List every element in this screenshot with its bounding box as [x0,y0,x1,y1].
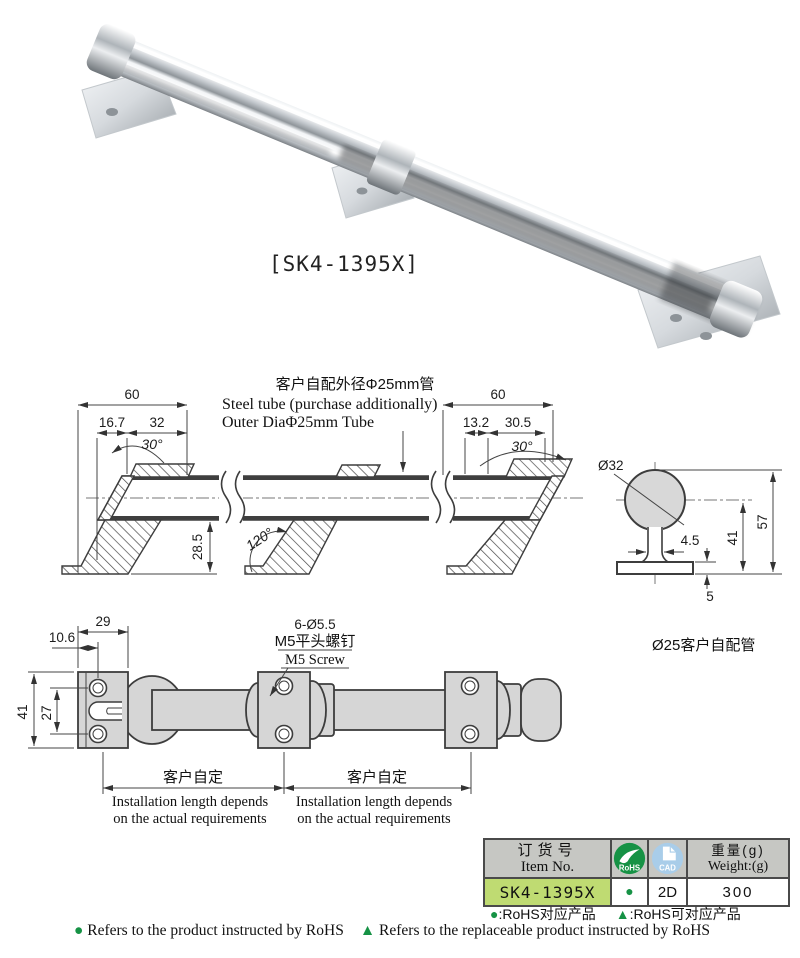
dim-plate-width: 29 [95,614,110,629]
tube-note-cn: 客户自配外径Φ25mm管 [276,376,435,393]
rohs-dot: ● [625,883,634,899]
product-photo: [SK4-1395X] [81,24,781,349]
section-caption: Ø25客户自配管 [652,637,755,654]
tube-note-en1: Steel tube (purchase additionally) [222,396,437,413]
dim-right-angle: 30° [511,438,533,454]
photo-tube [86,24,763,338]
span-note-right-1: Installation length depends [296,794,453,810]
cad-icon: CAD [651,842,684,875]
screw-note-en: M5 Screw [285,652,346,668]
tube-note-en2: Outer DiaΦ25mm Tube [222,414,374,431]
screw-holes [88,676,480,744]
dot-icon: ● [74,922,84,939]
dim-screw-offset: 10.6 [49,630,75,645]
span-note-left-2: on the actual requirements [113,811,267,827]
dim-stem-width: 4.5 [681,533,700,548]
dim-right-span: 30.5 [505,415,531,430]
legend-cn: ●:RoHS对应产品 ▲:RoHS可对应产品 [490,904,796,924]
dim-right-total: 60 [490,387,505,402]
triangle-icon: ▲ [359,922,376,939]
side-section-view: 客户自配外径Φ25mm管 Steel tube (purchase additi… [61,376,584,575]
legend-cn-dot-text: :RoHS对应产品 [498,906,596,922]
header-weight: 重量(g) Weight:(g) [686,838,790,879]
table-row: SK4-1395X ● 2D 300 [483,877,790,907]
plan-view: 29 10.6 41 27 6-Ø5.5 M5平头螺钉 M5 Screw 客户自… [15,614,562,827]
dim-leg-height: 28.5 [190,534,205,560]
legend-cn-dot: ●:RoHS对应产品 [490,904,596,924]
cell-weight: 300 [686,877,790,907]
legend-en-dot-text: Refers to the product instructed by RoHS [87,922,344,939]
header-rohs: RoHS [610,838,649,879]
cell-cad-link: 2D [647,877,688,907]
header-item-no: 订货号 Item No. [483,838,612,879]
dim-screw-pitch: 27 [39,705,54,720]
header-item-en: Item No. [520,859,575,875]
legend-en-tri-text: Refers to the replaceable product instru… [379,922,711,939]
span-note-left-1: Installation length depends [112,794,269,810]
legend-cn-tri: ▲:RoHS可对应产品 [616,904,741,924]
triangle-icon: ▲ [615,906,630,922]
dim-plate-height: 41 [15,704,30,719]
cross-section-view: Ø32 4.5 41 57 5 Ø25客户自配管 [598,458,782,654]
cell-rohs-status: ● [610,877,649,907]
dim-left-angle: 30° [141,436,163,452]
spec-table: 订货号 Item No. RoHS CAD 重量(g) Weight:(g) S… [483,838,790,907]
dot-icon: ● [490,906,499,922]
screw-note-size: 6-Ø5.5 [294,617,335,632]
header-item-cn: 订货号 [517,842,578,859]
dim-base-thickness: 5 [706,589,714,604]
header-weight-cn: 重量(g) [711,842,765,858]
cell-item-no: SK4-1395X [483,877,612,907]
cad-icon-label: CAD [659,863,676,872]
span-label-right: 客户自定 [347,769,407,786]
dim-right-offset: 13.2 [463,415,489,430]
legend-en-dot: ● Refers to the product instructed by Ro… [74,922,344,940]
screw-note-cn: M5平头螺钉 [275,633,356,650]
dim-section-diameter: Ø32 [598,458,624,473]
header-cad: CAD [647,838,688,879]
product-code: [SK4-1395X] [269,252,419,276]
legend-cn-tri-text: :RoHS可对应产品 [629,906,741,922]
dim-left-total: 60 [124,387,139,402]
legend-en: ● Refers to the product instructed by Ro… [74,922,796,940]
rohs-icon: RoHS [613,842,646,875]
span-note-right-2: on the actual requirements [297,811,451,827]
legend-en-tri: ▲ Refers to the replaceable product inst… [360,922,710,940]
span-label-left: 客户自定 [163,769,223,786]
dim-leg-angle: 120° [243,524,276,553]
dim-total-height: 57 [755,514,770,529]
dim-left-offset: 16.7 [99,415,125,430]
dim-center-height: 41 [725,530,740,545]
rohs-icon-label: RoHS [619,863,640,872]
header-weight-en: Weight:(g) [707,858,769,874]
dim-left-span: 32 [149,415,164,430]
